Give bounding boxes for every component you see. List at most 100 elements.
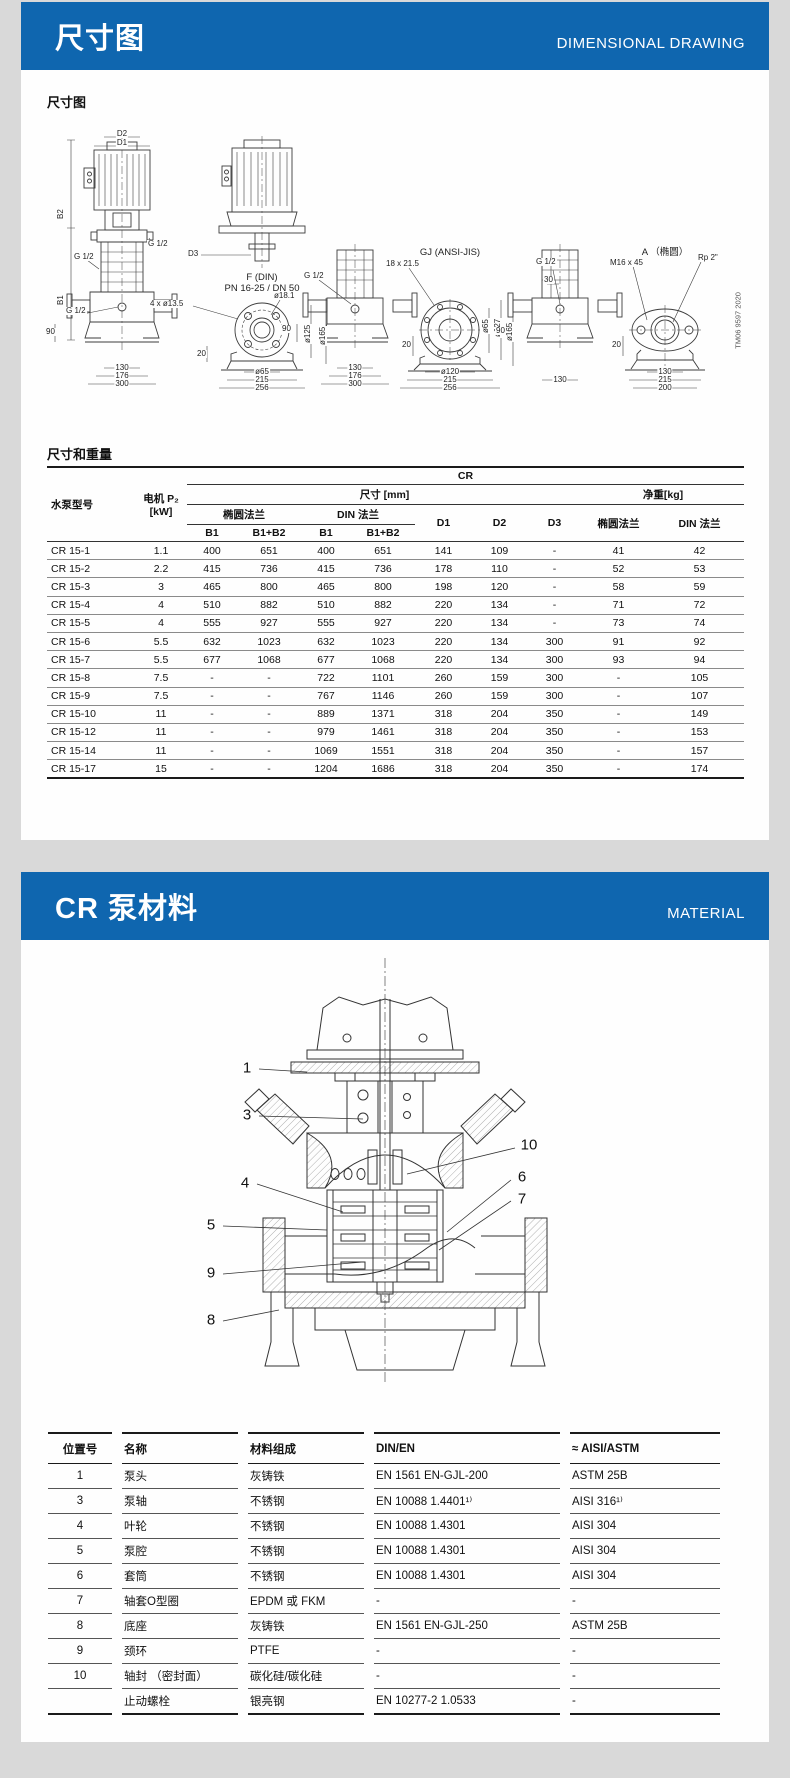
table-cell: - xyxy=(527,614,582,633)
table-cell: 318 xyxy=(415,741,472,761)
table-cell: CR 15-9 xyxy=(47,687,135,706)
table-cell: - xyxy=(374,1639,560,1664)
dim-label: 256 xyxy=(254,383,270,392)
table-cell: 555 xyxy=(187,614,237,633)
dim-label: ø65 xyxy=(254,367,270,376)
section1-title-zh: 尺寸图 xyxy=(55,23,146,55)
dim-label: G 1/2 xyxy=(73,252,95,261)
dim-label: 90 xyxy=(281,324,292,333)
section2-header: CR 泵材料 MATERIAL xyxy=(21,872,769,940)
table-cell: - xyxy=(374,1589,560,1614)
table-cell: 11 xyxy=(135,705,187,724)
table-cell: 轴封 （密封面） xyxy=(122,1664,238,1689)
table-cell: 5.5 xyxy=(135,650,187,670)
col-header-d1: D1 xyxy=(415,504,472,542)
table-cell: 415 xyxy=(301,559,351,579)
table-cell: 159 xyxy=(472,687,527,706)
group-header-weight: 净重[kg] xyxy=(582,484,744,505)
col-header-d3: D3 xyxy=(527,504,582,542)
dim-label: 256 xyxy=(442,383,458,392)
table-cell: 套筒 xyxy=(122,1564,238,1589)
table-cell: 300 xyxy=(527,632,582,652)
dim-label: ø125 xyxy=(303,323,312,344)
mat-col-aisi-astm: ≈ AISI/ASTM xyxy=(570,1432,720,1464)
table-cell: 260 xyxy=(415,687,472,706)
table-cell: 220 xyxy=(415,614,472,633)
dim-label: 176 xyxy=(114,371,130,380)
dim-label: 215 xyxy=(254,375,270,384)
dim-label: 20 xyxy=(401,340,412,349)
table-cell: 510 xyxy=(187,596,237,615)
table-cell: 149 xyxy=(655,705,744,724)
callout-3: 3 xyxy=(242,1106,252,1124)
table-cell: - xyxy=(527,559,582,579)
table-cell: 轴套O型圈 xyxy=(122,1589,238,1614)
table-cell: 350 xyxy=(527,741,582,761)
view-caption: GJ (ANSI-JIS) xyxy=(418,247,482,258)
col-header-motor-l2: [kW] xyxy=(149,506,173,518)
table-cell: EN 1561 EN-GJL-200 xyxy=(374,1464,560,1489)
table-cell: CR 15-7 xyxy=(47,650,135,670)
table-cell: 300 xyxy=(527,650,582,670)
table-cell: 1686 xyxy=(371,762,395,775)
section1-title-en: DIMENSIONAL DRAWING xyxy=(556,34,745,52)
table-cell: EN 1561 EN-GJL-250 xyxy=(374,1614,560,1639)
table-cell: 350 xyxy=(545,762,564,775)
table-cell: 882 xyxy=(237,596,301,615)
cross-section-svg xyxy=(222,958,548,1385)
table-cell: ASTM 25B xyxy=(570,1614,720,1639)
dim-label: D2 xyxy=(115,129,129,138)
dim-label: Rp 2" xyxy=(697,253,719,262)
dim-label: 130 xyxy=(657,367,673,376)
table-cell: CR 15-5 xyxy=(47,614,135,633)
dim-label: 4 x ø13.5 xyxy=(149,299,185,308)
table-cell: - xyxy=(187,668,237,688)
dim-label: 130 xyxy=(347,363,363,372)
col-header-b1b2: B1+B2 xyxy=(237,524,301,542)
table-cell: 198 xyxy=(415,577,472,597)
callout-7: 7 xyxy=(517,1190,527,1208)
table-cell: 1069 xyxy=(301,741,351,761)
table-cell: 260 xyxy=(415,668,472,688)
table-cell xyxy=(48,1689,112,1715)
table-cell: 93 xyxy=(582,650,655,670)
table-cell: - xyxy=(582,723,655,743)
table-cell: 1461 xyxy=(351,723,415,743)
dim-label: ø18.1 xyxy=(273,291,296,300)
table-cell: 银亮钢 xyxy=(248,1689,364,1715)
table-cell: 11 xyxy=(135,741,187,761)
table-cell: 叶轮 xyxy=(122,1514,238,1539)
col-header-weight-oval: 椭圆法兰 xyxy=(582,504,655,542)
table-cell: - xyxy=(237,668,301,688)
dim-label: 20 xyxy=(196,349,207,358)
table-cell: - xyxy=(616,762,621,775)
table-cell: - xyxy=(527,596,582,615)
table-cell: AISI 304 xyxy=(570,1564,720,1589)
table-cell: 153 xyxy=(655,723,744,743)
table-cell: EN 10088 1.4301 xyxy=(374,1539,560,1564)
table-cell: 52 xyxy=(582,559,655,579)
table-cell: 10 xyxy=(48,1664,112,1689)
table-cell: 651 xyxy=(237,541,301,561)
table-cell: 74 xyxy=(655,614,744,633)
table-cell: 1023 xyxy=(351,632,415,652)
dim-label: B2 xyxy=(56,208,65,220)
callout-6: 6 xyxy=(517,1168,527,1186)
table-cell: 204 xyxy=(490,762,509,775)
table-cell: 174 xyxy=(690,762,709,775)
table-cell: 9 xyxy=(48,1639,112,1664)
table-cell: 677 xyxy=(187,650,237,670)
dim-label: D1 xyxy=(115,138,129,147)
table-cell: 350 xyxy=(527,705,582,724)
table-cell: CR 15-10 xyxy=(47,705,135,724)
col-header-d2: D2 xyxy=(472,504,527,542)
dim-label: 176 xyxy=(347,371,363,380)
